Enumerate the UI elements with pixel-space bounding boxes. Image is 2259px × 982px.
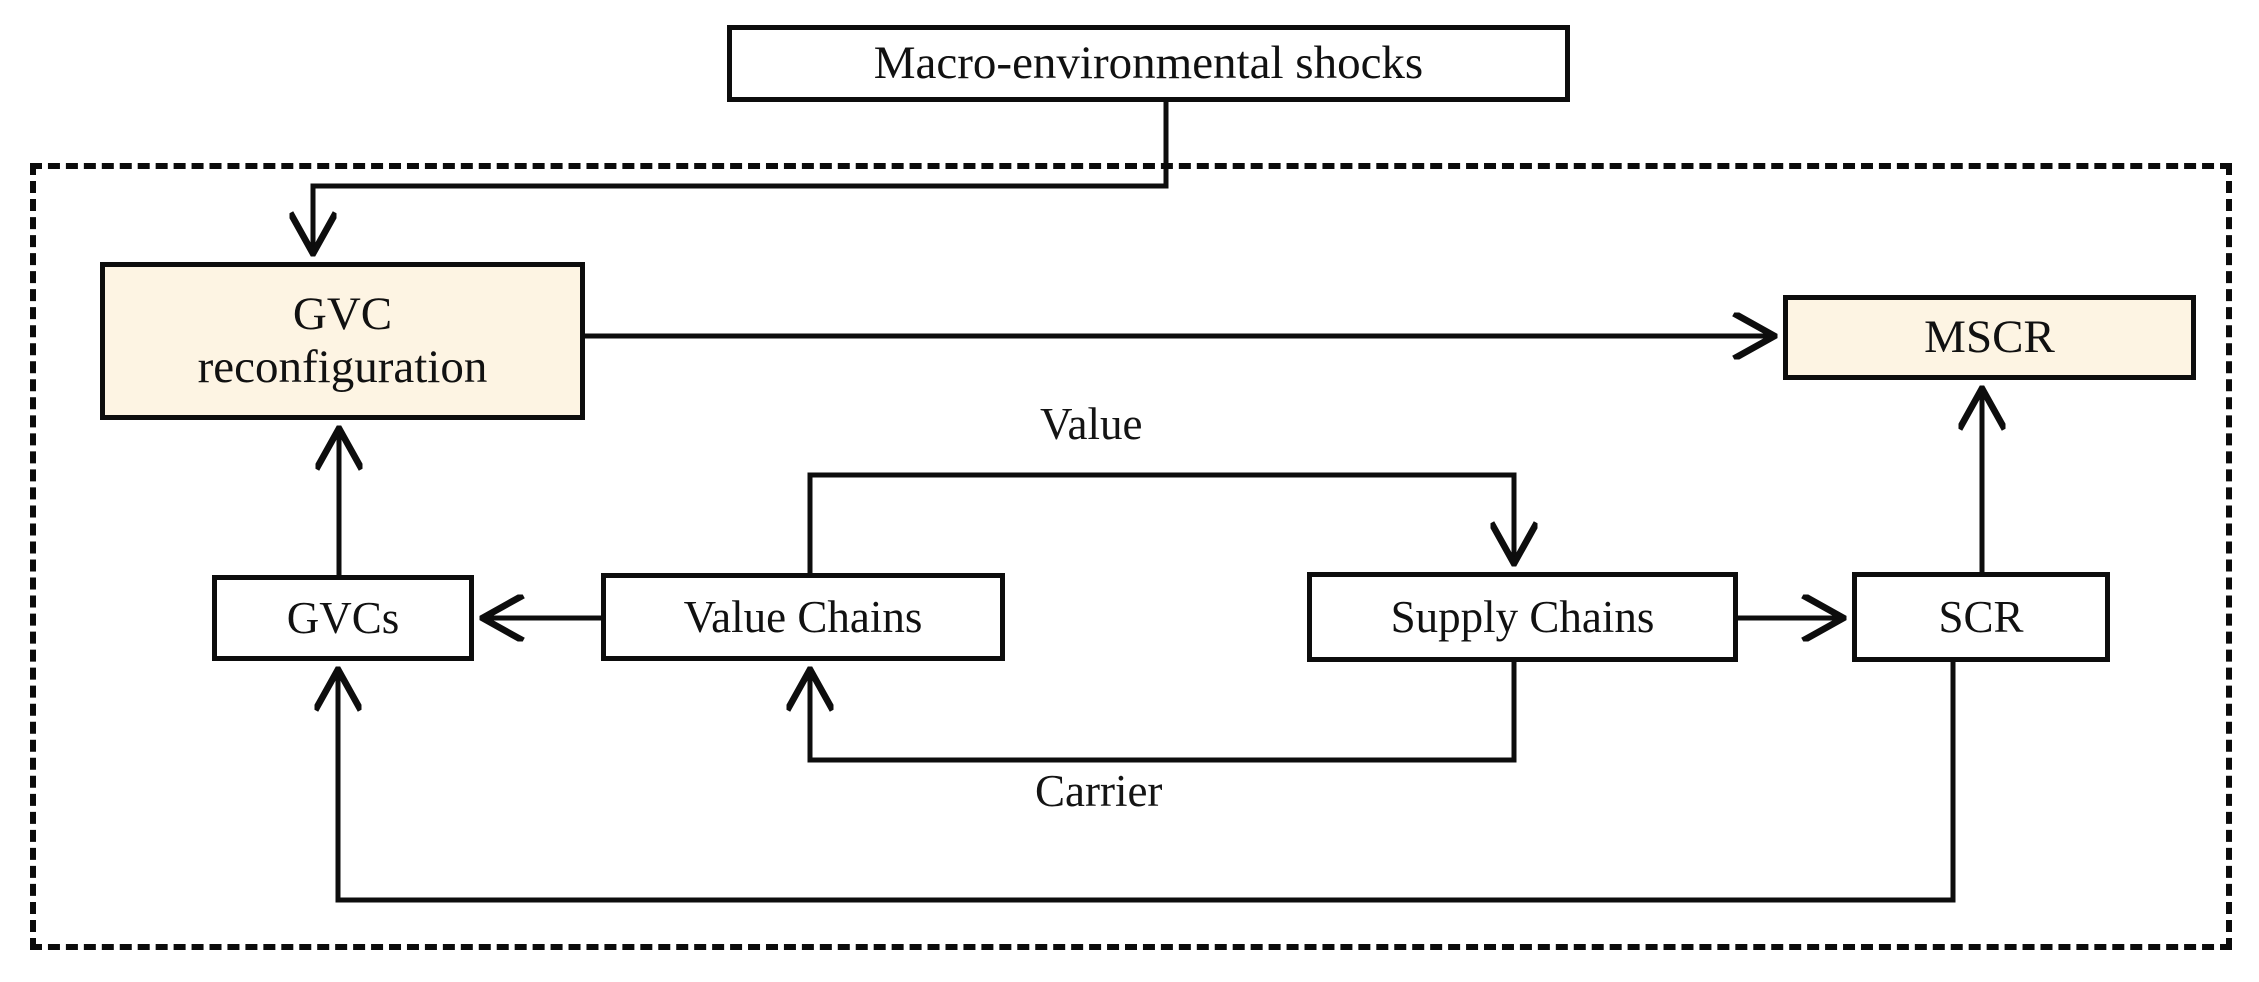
edge-label-carrier: Carrier — [1035, 766, 1163, 816]
node-gvc-reconfiguration-label: GVC reconfiguration — [197, 288, 488, 393]
node-scr-label: SCR — [1938, 591, 2024, 642]
node-supply-chains[interactable]: Supply Chains — [1307, 572, 1738, 662]
node-gvcs-label: GVCs — [286, 592, 400, 643]
node-mscr[interactable]: MSCR — [1783, 295, 2196, 380]
node-macro-environmental-shocks[interactable]: Macro-environmental shocks — [727, 25, 1570, 102]
node-scr[interactable]: SCR — [1852, 572, 2110, 662]
node-supply-chains-label: Supply Chains — [1390, 591, 1655, 642]
node-gvc-reconfiguration[interactable]: GVC reconfiguration — [100, 262, 585, 420]
node-mscr-label: MSCR — [1924, 311, 2055, 364]
edge-label-value: Value — [1040, 399, 1143, 449]
node-gvcs[interactable]: GVCs — [212, 575, 474, 661]
node-value-chains-label: Value Chains — [683, 591, 923, 642]
node-value-chains[interactable]: Value Chains — [601, 573, 1005, 661]
node-macro-environmental-shocks-label: Macro-environmental shocks — [873, 37, 1424, 90]
